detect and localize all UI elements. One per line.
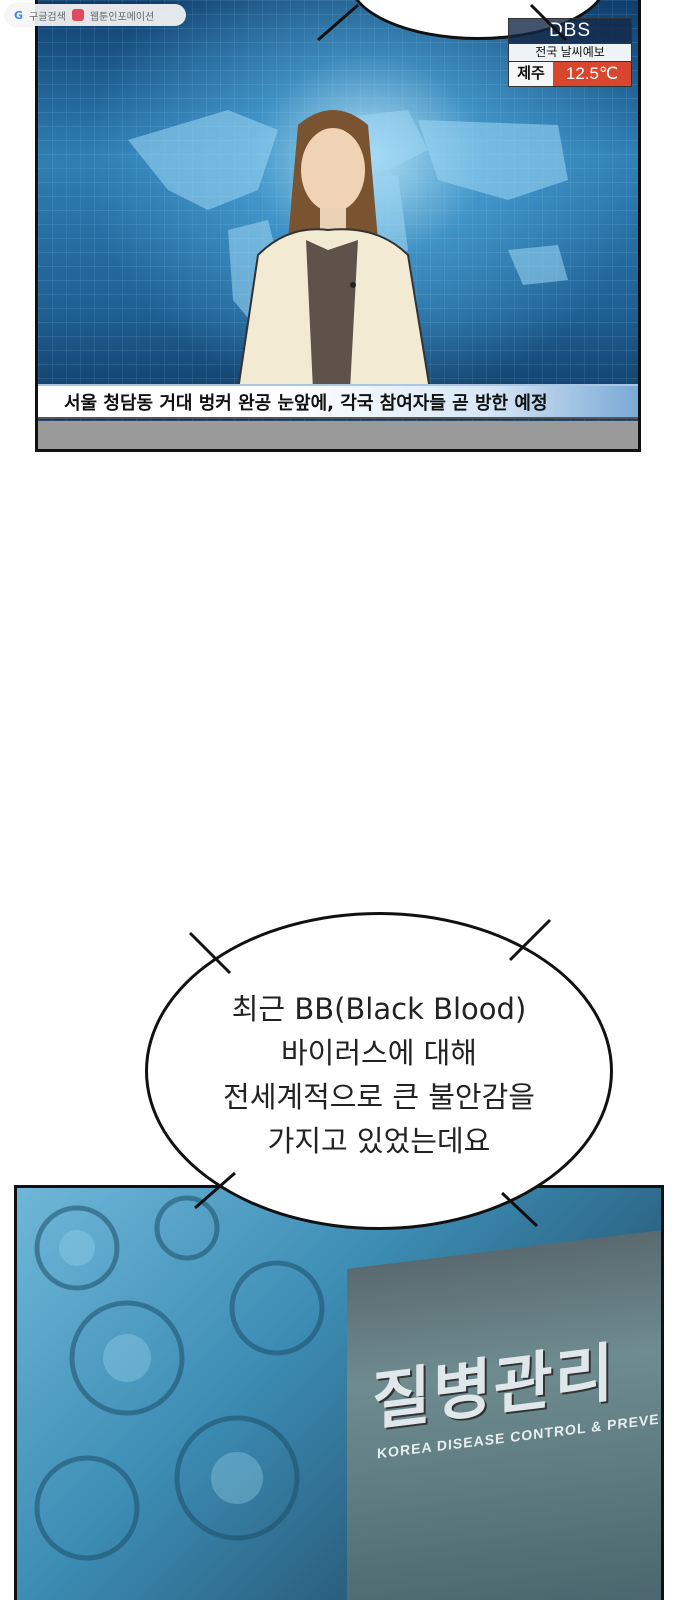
news-anchor-illustration <box>236 110 432 390</box>
news-ticker: 서울 청담동 거대 벙커 완공 눈앞에, 각국 참여자들 곧 방한 예정 <box>38 384 638 419</box>
speech-line: 최근 BB(Black Blood) <box>231 992 527 1026</box>
bubble-spike <box>508 918 552 962</box>
ticker-bottom-bar <box>38 421 638 449</box>
webtoon-label: 웹툰인포메이션 <box>89 11 155 23</box>
news-broadcast-panel: DBS 전국 날씨예보 제주 12.5℃ 서울 청담동 거대 벙커 완공 눈앞에… <box>35 0 641 452</box>
speech-line: 전세계적으로 큰 불안감을 <box>223 1080 535 1114</box>
google-icon: G <box>14 8 24 22</box>
bubble-spike <box>194 1171 236 1210</box>
bubble-spike <box>500 1191 539 1228</box>
weather-title: 전국 날씨예보 <box>508 44 632 62</box>
bubble-spike <box>188 931 232 975</box>
speech-line: 바이러스에 대해 <box>281 1036 477 1070</box>
weather-city: 제주 <box>509 62 553 86</box>
speech-text: 최근 BB(Black Blood) 바이러스에 대해 전세계적으로 큰 불안감… <box>148 987 610 1163</box>
virus-cells-graphic <box>34 1195 325 1561</box>
disease-control-panel: 질병관리 KOREA DISEASE CONTROL & PREVE <box>14 1185 664 1600</box>
google-search-label: 구글검색 <box>29 11 66 23</box>
channel-weather-box: DBS 전국 날씨예보 제주 12.5℃ <box>508 18 632 87</box>
app-source-chip[interactable]: G 구글검색 웹툰인포메이션 <box>6 4 186 26</box>
webtoon-icon <box>71 9 84 21</box>
weather-row: 제주 12.5℃ <box>508 62 632 87</box>
channel-logo: DBS <box>508 18 632 44</box>
weather-temperature: 12.5℃ <box>553 62 631 86</box>
speech-line: 가지고 있었는데요 <box>267 1124 491 1158</box>
bubble-spike <box>529 3 568 42</box>
bubble-spike <box>317 3 359 42</box>
